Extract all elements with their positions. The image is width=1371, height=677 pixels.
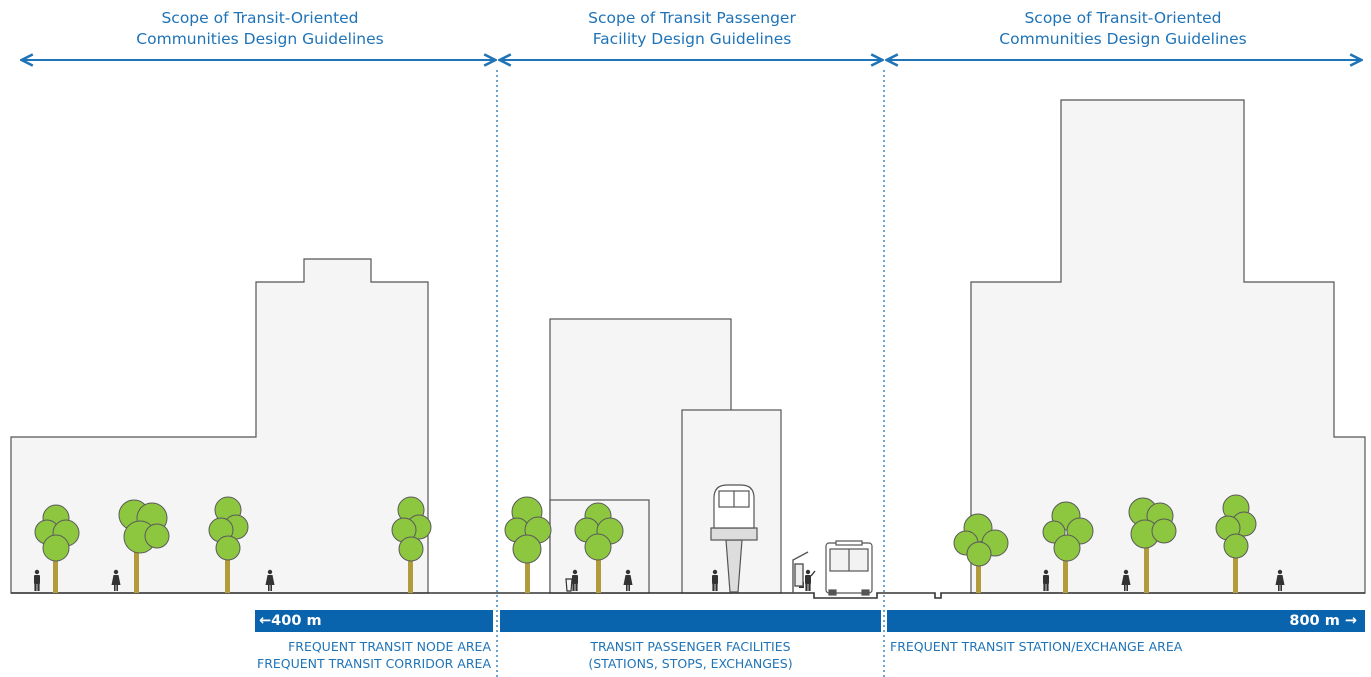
trash-can-icon — [565, 578, 573, 592]
right-distance-bar: 800 m → — [887, 610, 1365, 632]
person-icon — [572, 569, 578, 591]
person-icon — [265, 569, 275, 591]
tree-icon — [391, 496, 432, 593]
bus-icon — [825, 540, 873, 596]
person-icon — [1121, 569, 1131, 591]
tree-icon — [118, 499, 170, 593]
person-icon — [34, 569, 40, 591]
left-distance-bar: ←400 m — [255, 610, 493, 632]
left-scope-header: Scope of Transit-Oriented Communities De… — [60, 8, 460, 50]
corridor-area-label: FREQUENT TRANSIT CORRIDOR AREA — [257, 656, 491, 671]
bus-shelter-icon — [792, 551, 809, 593]
person-icon — [623, 569, 633, 591]
left-area-label: FREQUENT TRANSIT NODE AREA FREQUENT TRAN… — [257, 638, 491, 672]
left-scope-line2: Communities Design Guidelines — [136, 30, 384, 48]
person-icon — [1275, 569, 1285, 591]
tree-icon — [1128, 497, 1177, 593]
center-scope-line2: Facility Design Guidelines — [592, 30, 792, 48]
center-scope-line1: Scope of Transit Passenger — [588, 9, 796, 27]
tree-icon — [1042, 501, 1094, 593]
right-scope-line2: Communities Design Guidelines — [999, 30, 1247, 48]
skytrain-icon — [710, 484, 758, 593]
person-icon — [111, 569, 121, 591]
right-scope-line1: Scope of Transit-Oriented — [1024, 9, 1222, 27]
tree-icon — [1215, 494, 1257, 593]
left-distance-label: ←400 m — [259, 613, 322, 629]
left-scope-line1: Scope of Transit-Oriented — [161, 9, 359, 27]
ground-line — [11, 592, 1365, 599]
tree-icon — [34, 504, 80, 593]
node-area-label: FREQUENT TRANSIT NODE AREA — [288, 639, 491, 654]
right-scope-header: Scope of Transit-Oriented Communities De… — [923, 8, 1323, 50]
station-exchange-area-label: FREQUENT TRANSIT STATION/EXCHANGE AREA — [890, 639, 1183, 654]
person-icon — [1043, 569, 1049, 591]
left-building — [10, 258, 429, 594]
tree-icon — [208, 496, 249, 593]
person-icon — [712, 569, 718, 591]
center-distance-bar — [500, 610, 881, 632]
tree-icon — [953, 513, 1009, 593]
right-area-label: FREQUENT TRANSIT STATION/EXCHANGE AREA — [890, 638, 1182, 655]
facilities-label: TRANSIT PASSENGER FACILITIES — [590, 639, 791, 654]
center-scope-header: Scope of Transit Passenger Facility Desi… — [492, 8, 892, 50]
facilities-types-label: (STATIONS, STOPS, EXCHANGES) — [588, 656, 793, 671]
tree-icon — [504, 496, 552, 593]
right-distance-label: 800 m → — [1289, 613, 1357, 629]
tree-icon — [574, 502, 624, 593]
center-area-label: TRANSIT PASSENGER FACILITIES (STATIONS, … — [500, 638, 881, 672]
right-tower-building — [970, 99, 1366, 594]
